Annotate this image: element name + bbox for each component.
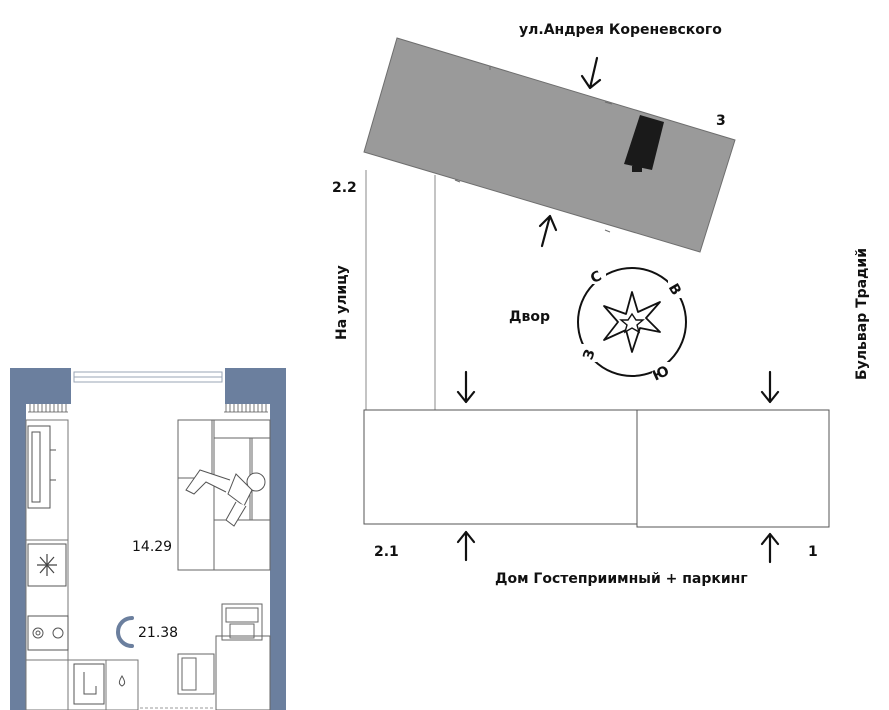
arrow-up-icon bbox=[456, 530, 476, 562]
compass-star-inner bbox=[619, 312, 645, 334]
radiator-right bbox=[224, 404, 268, 413]
shower-tray bbox=[73, 663, 105, 705]
building-label-1: 1 bbox=[808, 544, 818, 560]
entrance-arrows bbox=[456, 56, 780, 564]
elevator-door bbox=[632, 166, 642, 172]
snowflake-icon bbox=[37, 554, 57, 576]
building-1 bbox=[636, 409, 830, 528]
building-label-3: 3 bbox=[716, 113, 726, 129]
elevator-block bbox=[624, 115, 664, 170]
street-left-label: На улицу bbox=[334, 265, 350, 340]
person-icon bbox=[185, 469, 266, 527]
chair bbox=[221, 603, 263, 641]
arrow-down-icon bbox=[456, 370, 476, 404]
arrow-down-icon bbox=[760, 370, 780, 404]
floor-area bbox=[26, 404, 270, 710]
wall-shelf bbox=[27, 425, 56, 509]
building-label-2-1: 2.1 bbox=[374, 544, 399, 560]
building-3 bbox=[363, 37, 736, 253]
compass-south-label: Ю bbox=[650, 363, 672, 384]
toilet bbox=[105, 659, 139, 710]
burner-icon bbox=[32, 627, 44, 639]
street-bottom-label: Дом Гостеприимный + паркинг bbox=[495, 571, 748, 587]
kitchen-counter bbox=[25, 419, 69, 710]
building-3-section-lines bbox=[454, 66, 613, 233]
living-area-label: 14.29 bbox=[132, 539, 172, 555]
dining-table bbox=[215, 635, 271, 710]
total-area: 21.38 bbox=[116, 616, 178, 648]
site-map: С В Ю З ул.Андрея Кореневского Двор Дом … bbox=[332, 22, 870, 587]
drop-icon bbox=[118, 675, 126, 687]
building-2-2-outline bbox=[365, 170, 436, 410]
building-2-1 bbox=[363, 409, 639, 525]
fridge bbox=[27, 543, 67, 587]
burner-icon bbox=[35, 630, 41, 636]
compass-ring bbox=[577, 267, 687, 377]
street-right-label: Бульвар Традий bbox=[854, 248, 870, 380]
burner-icon bbox=[52, 627, 64, 639]
total-area-c-icon bbox=[116, 616, 134, 648]
building-3-block bbox=[363, 37, 736, 253]
building-label-2-2: 2.2 bbox=[332, 180, 357, 196]
apartment-floor-plan: 14.29 21.38 bbox=[10, 368, 286, 710]
stove bbox=[27, 615, 69, 651]
street-top-label: ул.Андрея Кореневского bbox=[519, 22, 722, 38]
total-area-label: 21.38 bbox=[138, 625, 178, 641]
yard-label: Двор bbox=[509, 309, 550, 325]
chair bbox=[177, 653, 215, 695]
arrow-up-icon bbox=[538, 214, 558, 248]
radiator-left bbox=[28, 404, 68, 413]
compass-rose: С В Ю З bbox=[577, 266, 687, 384]
arrow-down-icon bbox=[580, 56, 602, 90]
arrow-up-icon bbox=[760, 532, 780, 564]
